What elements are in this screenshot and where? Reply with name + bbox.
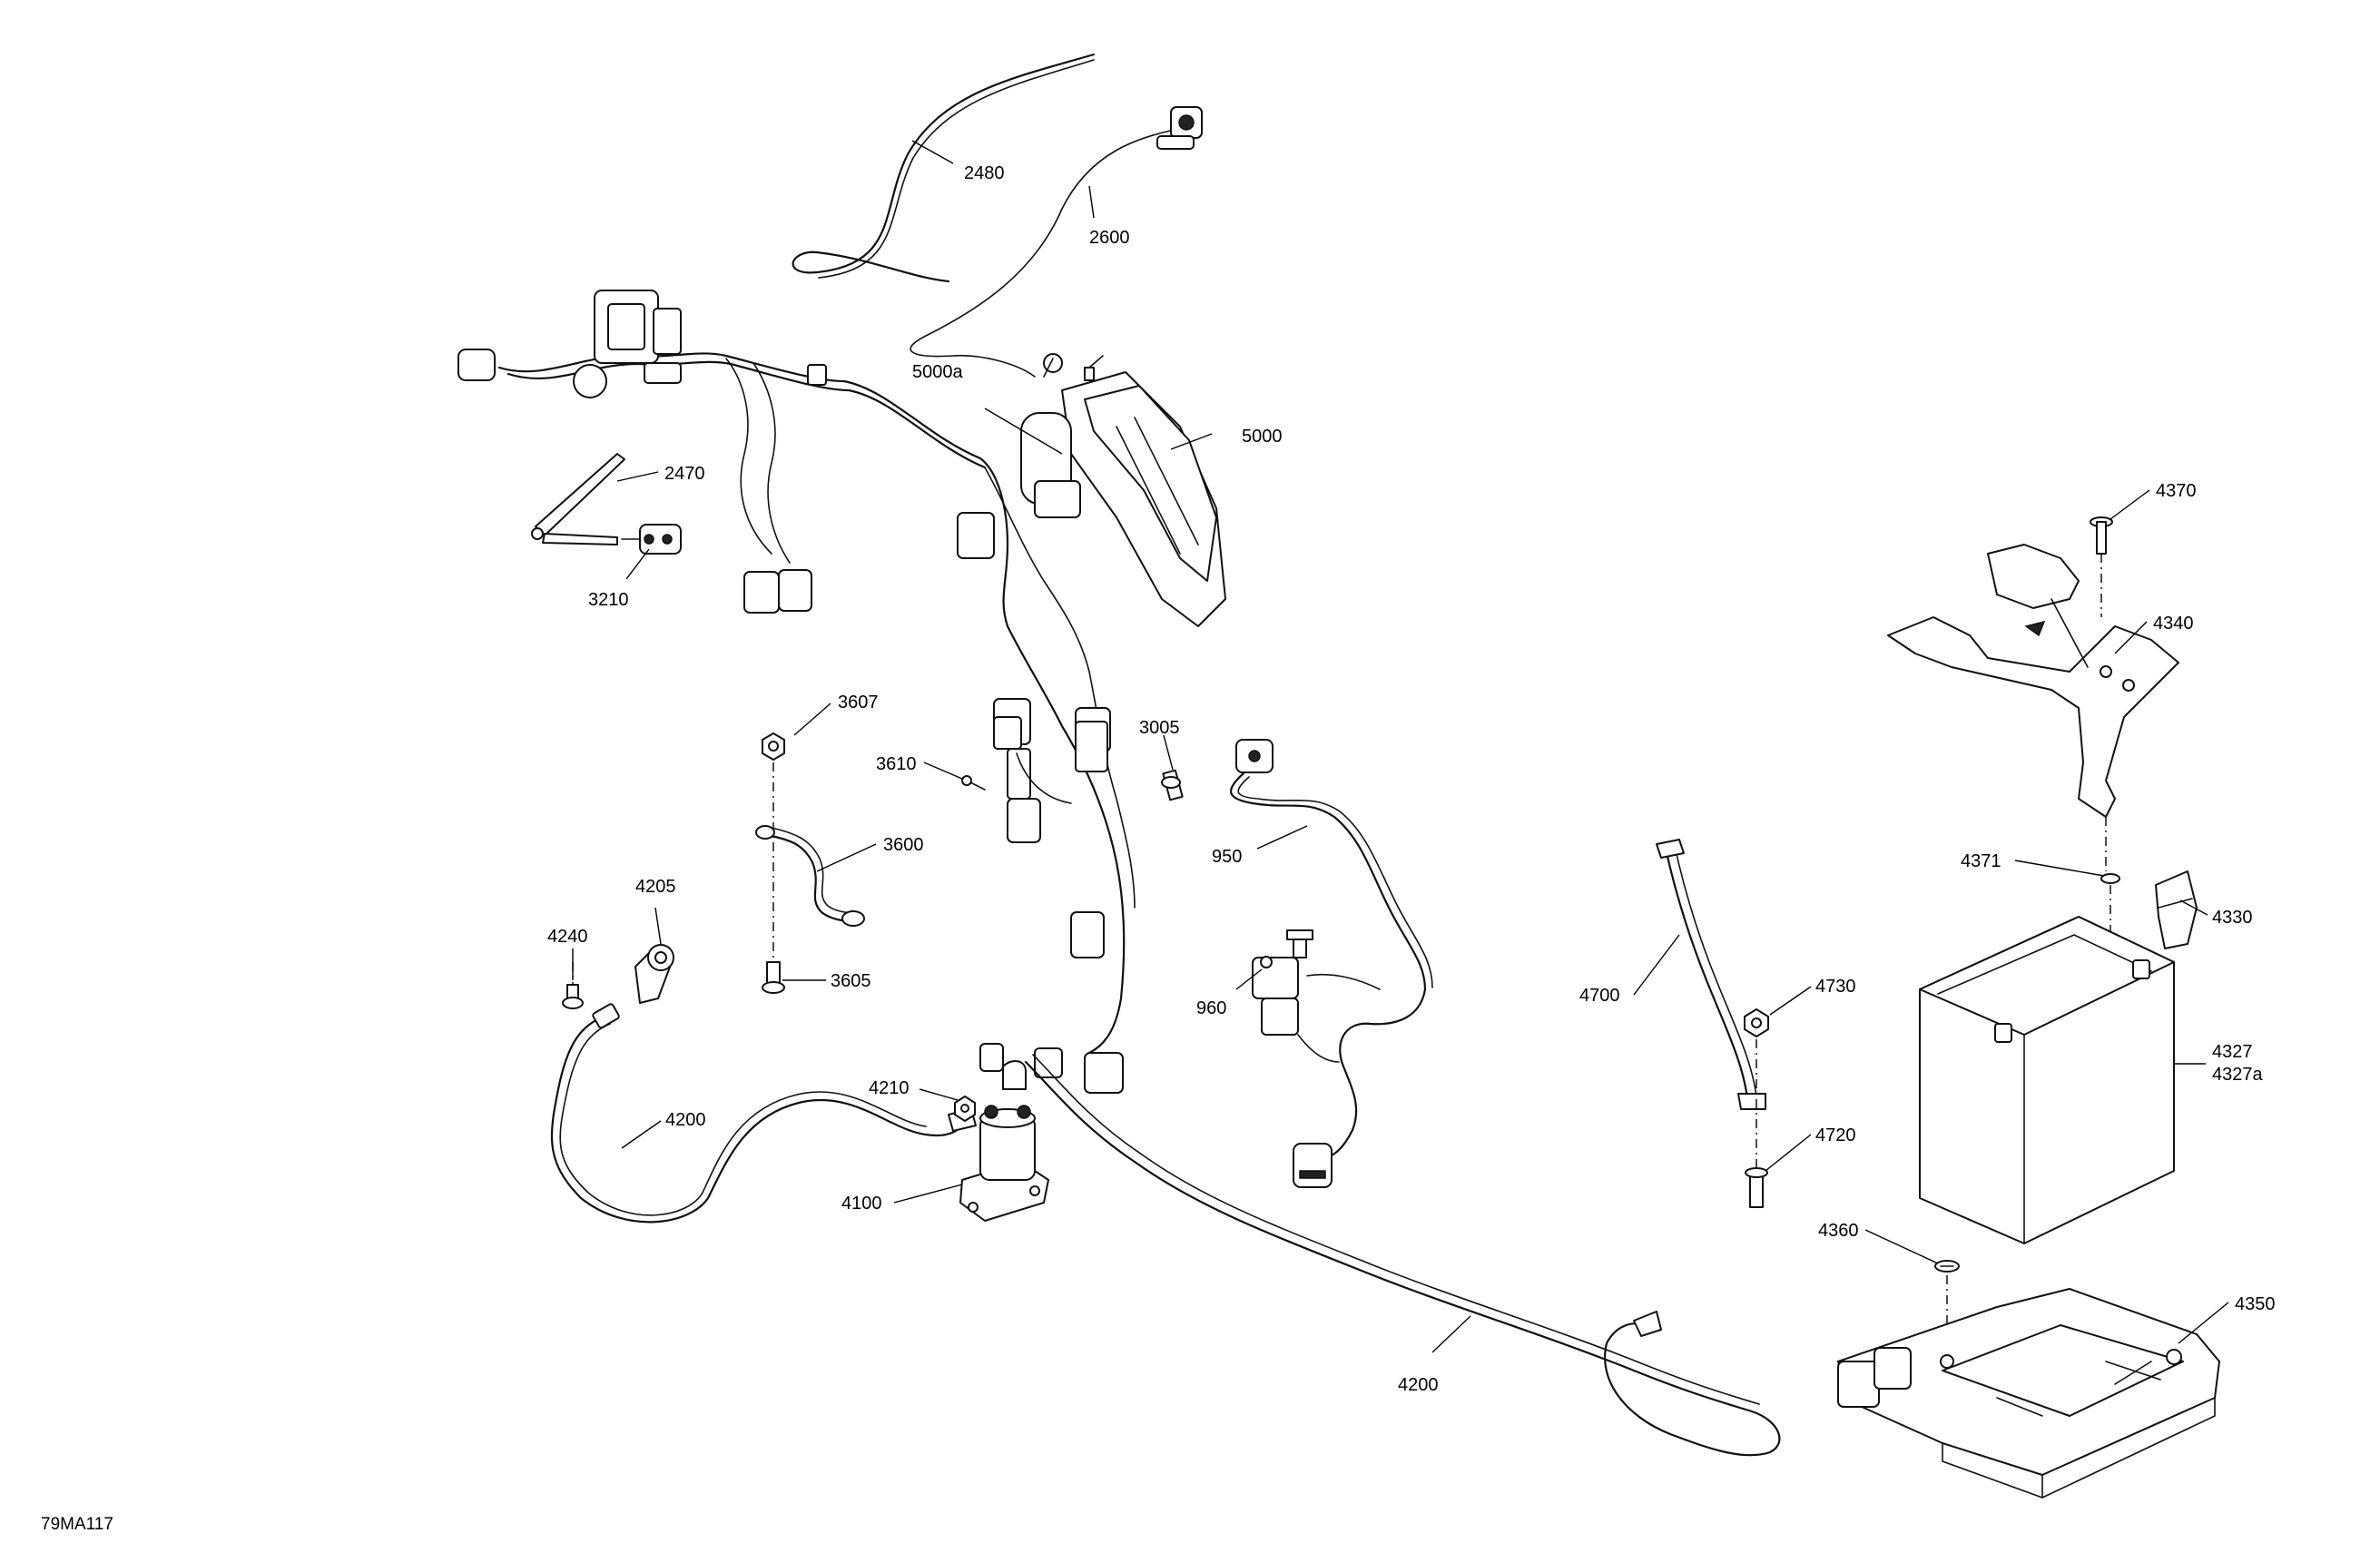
part-4205-terminal-boot[interactable] bbox=[634, 944, 674, 1004]
diagram-reference-code: 79MA117 bbox=[41, 1515, 113, 1534]
part-2470-tie-strap[interactable] bbox=[531, 453, 625, 545]
callout-4205: 4205 bbox=[635, 877, 676, 897]
callout-4720: 4720 bbox=[1815, 1125, 1856, 1145]
part-2480-hose[interactable] bbox=[792, 53, 1096, 283]
part-3005-screw[interactable] bbox=[1161, 769, 1184, 801]
part-950-sub-harness[interactable] bbox=[1229, 739, 1433, 1164]
callout-4360: 4360 bbox=[1818, 1221, 1859, 1241]
callout-3605: 3605 bbox=[831, 971, 871, 991]
callout-4730: 4730 bbox=[1815, 977, 1856, 997]
part-3610-bolt[interactable] bbox=[961, 775, 986, 791]
callout-3607: 3607 bbox=[838, 693, 879, 713]
callout-4100: 4100 bbox=[841, 1194, 882, 1214]
part-4700-negative-cable[interactable] bbox=[1656, 839, 1766, 1110]
callout-4327a: 4327a bbox=[2212, 1065, 2263, 1085]
callout-4330: 4330 bbox=[2212, 908, 2253, 928]
main-wiring-harness[interactable] bbox=[457, 290, 1136, 1094]
callout-4371: 4371 bbox=[1961, 851, 2001, 871]
callout-2470: 2470 bbox=[664, 464, 705, 484]
callout-5000: 5000 bbox=[1242, 427, 1283, 447]
callout-4700: 4700 bbox=[1579, 986, 1620, 1006]
connector-cluster-3610[interactable] bbox=[993, 716, 1108, 804]
part-2600-sensor-wire[interactable] bbox=[910, 106, 1203, 378]
part-4327-battery[interactable] bbox=[1919, 916, 2175, 1244]
part-4340-battery-bracket[interactable] bbox=[1887, 544, 2179, 818]
callout-3005: 3005 bbox=[1139, 718, 1180, 738]
part-3210-connector[interactable] bbox=[621, 524, 682, 555]
callout-3610: 3610 bbox=[876, 754, 917, 774]
connector-lower-950[interactable] bbox=[1293, 1143, 1333, 1188]
part-4210-nut[interactable] bbox=[954, 1096, 976, 1122]
part-3605-bolt[interactable] bbox=[762, 961, 785, 994]
part-960-connector[interactable] bbox=[1252, 929, 1381, 1063]
part-4370-screw[interactable] bbox=[2090, 516, 2113, 555]
callout-4200-lower: 4200 bbox=[1398, 1375, 1439, 1395]
callout-4350: 4350 bbox=[2235, 1294, 2276, 1314]
part-4730-nut[interactable] bbox=[1744, 1008, 1769, 1037]
callout-4370: 4370 bbox=[2156, 481, 2197, 501]
callout-3600: 3600 bbox=[883, 835, 924, 855]
callout-5000a: 5000a bbox=[912, 362, 963, 382]
part-4371-washer[interactable] bbox=[2100, 873, 2120, 884]
leader-lines bbox=[572, 140, 2229, 1353]
callout-2480: 2480 bbox=[964, 163, 1005, 183]
part-4100-solenoid[interactable] bbox=[959, 1060, 1049, 1222]
callout-4340: 4340 bbox=[2153, 614, 2194, 634]
part-3600-ground-cable[interactable] bbox=[755, 825, 865, 927]
part-4350-battery-tray[interactable] bbox=[1837, 1288, 2220, 1499]
callout-4200-upper: 4200 bbox=[665, 1110, 706, 1130]
callout-4327: 4327 bbox=[2212, 1042, 2253, 1062]
callout-4210: 4210 bbox=[869, 1078, 910, 1098]
callout-4240: 4240 bbox=[547, 927, 588, 947]
callout-960: 960 bbox=[1196, 998, 1226, 1018]
part-4360-screw[interactable] bbox=[1934, 1260, 1960, 1273]
callout-2600: 2600 bbox=[1089, 228, 1130, 248]
part-4200-main-cable[interactable] bbox=[1024, 1054, 1781, 1457]
part-3607-nut[interactable] bbox=[762, 732, 785, 761]
part-4720-bolt[interactable] bbox=[1745, 1167, 1768, 1208]
callout-3210: 3210 bbox=[588, 590, 629, 610]
part-4200-positive-cable[interactable] bbox=[550, 1003, 977, 1224]
part-4240-bolt[interactable] bbox=[562, 984, 584, 1009]
part-4330-terminal-cap[interactable] bbox=[2155, 870, 2198, 949]
callout-labels: 2480 2600 5000a 5000 2470 3210 3607 3610… bbox=[547, 163, 2276, 1395]
callout-950: 950 bbox=[1212, 847, 1242, 867]
part-5000-ecm[interactable] bbox=[1020, 353, 1226, 627]
